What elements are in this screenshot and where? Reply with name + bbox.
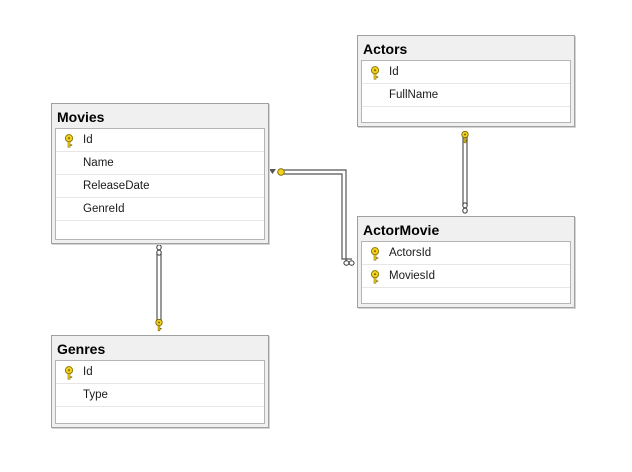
relationship-movies-actormovie[interactable] bbox=[269, 168, 355, 266]
column-row[interactable]: FullName bbox=[362, 84, 570, 107]
relationship-genres-movies[interactable] bbox=[155, 244, 163, 332]
empty-column-row[interactable] bbox=[56, 407, 264, 430]
column-row[interactable]: MoviesId bbox=[362, 265, 570, 288]
empty-column-row[interactable] bbox=[56, 221, 264, 244]
column-name: ActorsId bbox=[389, 247, 432, 259]
infinity-icon bbox=[156, 244, 162, 256]
key-icon bbox=[277, 168, 285, 176]
column-name: ReleaseDate bbox=[83, 180, 150, 192]
column-row[interactable]: GenreId bbox=[56, 198, 264, 221]
key-icon bbox=[155, 318, 163, 332]
primary-key-icon bbox=[64, 366, 74, 380]
column-row[interactable]: ActorsId bbox=[362, 242, 570, 265]
table-title[interactable]: Movies bbox=[57, 109, 105, 125]
relationship-actors-actormovie[interactable] bbox=[461, 130, 469, 214]
table-title[interactable]: Genres bbox=[57, 341, 106, 357]
table-title[interactable]: Actors bbox=[363, 41, 408, 57]
column-row[interactable]: Id bbox=[362, 61, 570, 84]
column-name: Id bbox=[83, 134, 93, 146]
table-title[interactable]: ActorMovie bbox=[363, 222, 440, 238]
empty-column-row[interactable] bbox=[362, 288, 570, 311]
column-row[interactable]: ReleaseDate bbox=[56, 175, 264, 198]
column-name: Type bbox=[83, 389, 108, 401]
column-row[interactable]: Id bbox=[56, 129, 264, 152]
column-name: Id bbox=[389, 66, 399, 78]
column-name: Id bbox=[83, 366, 93, 378]
primary-key-icon bbox=[370, 247, 380, 261]
column-row[interactable]: Type bbox=[56, 384, 264, 407]
primary-key-icon bbox=[370, 270, 380, 284]
column-name: FullName bbox=[389, 89, 439, 101]
empty-column-row[interactable] bbox=[362, 107, 570, 130]
column-name: GenreId bbox=[83, 203, 125, 215]
primary-key-icon bbox=[370, 66, 380, 80]
column-row[interactable]: Id bbox=[56, 361, 264, 384]
infinity-icon bbox=[462, 202, 468, 214]
infinity-icon bbox=[343, 260, 355, 266]
primary-key-icon bbox=[64, 134, 74, 148]
column-row[interactable]: Name bbox=[56, 152, 264, 175]
column-name: Name bbox=[83, 157, 114, 169]
column-name: MoviesId bbox=[389, 270, 436, 282]
